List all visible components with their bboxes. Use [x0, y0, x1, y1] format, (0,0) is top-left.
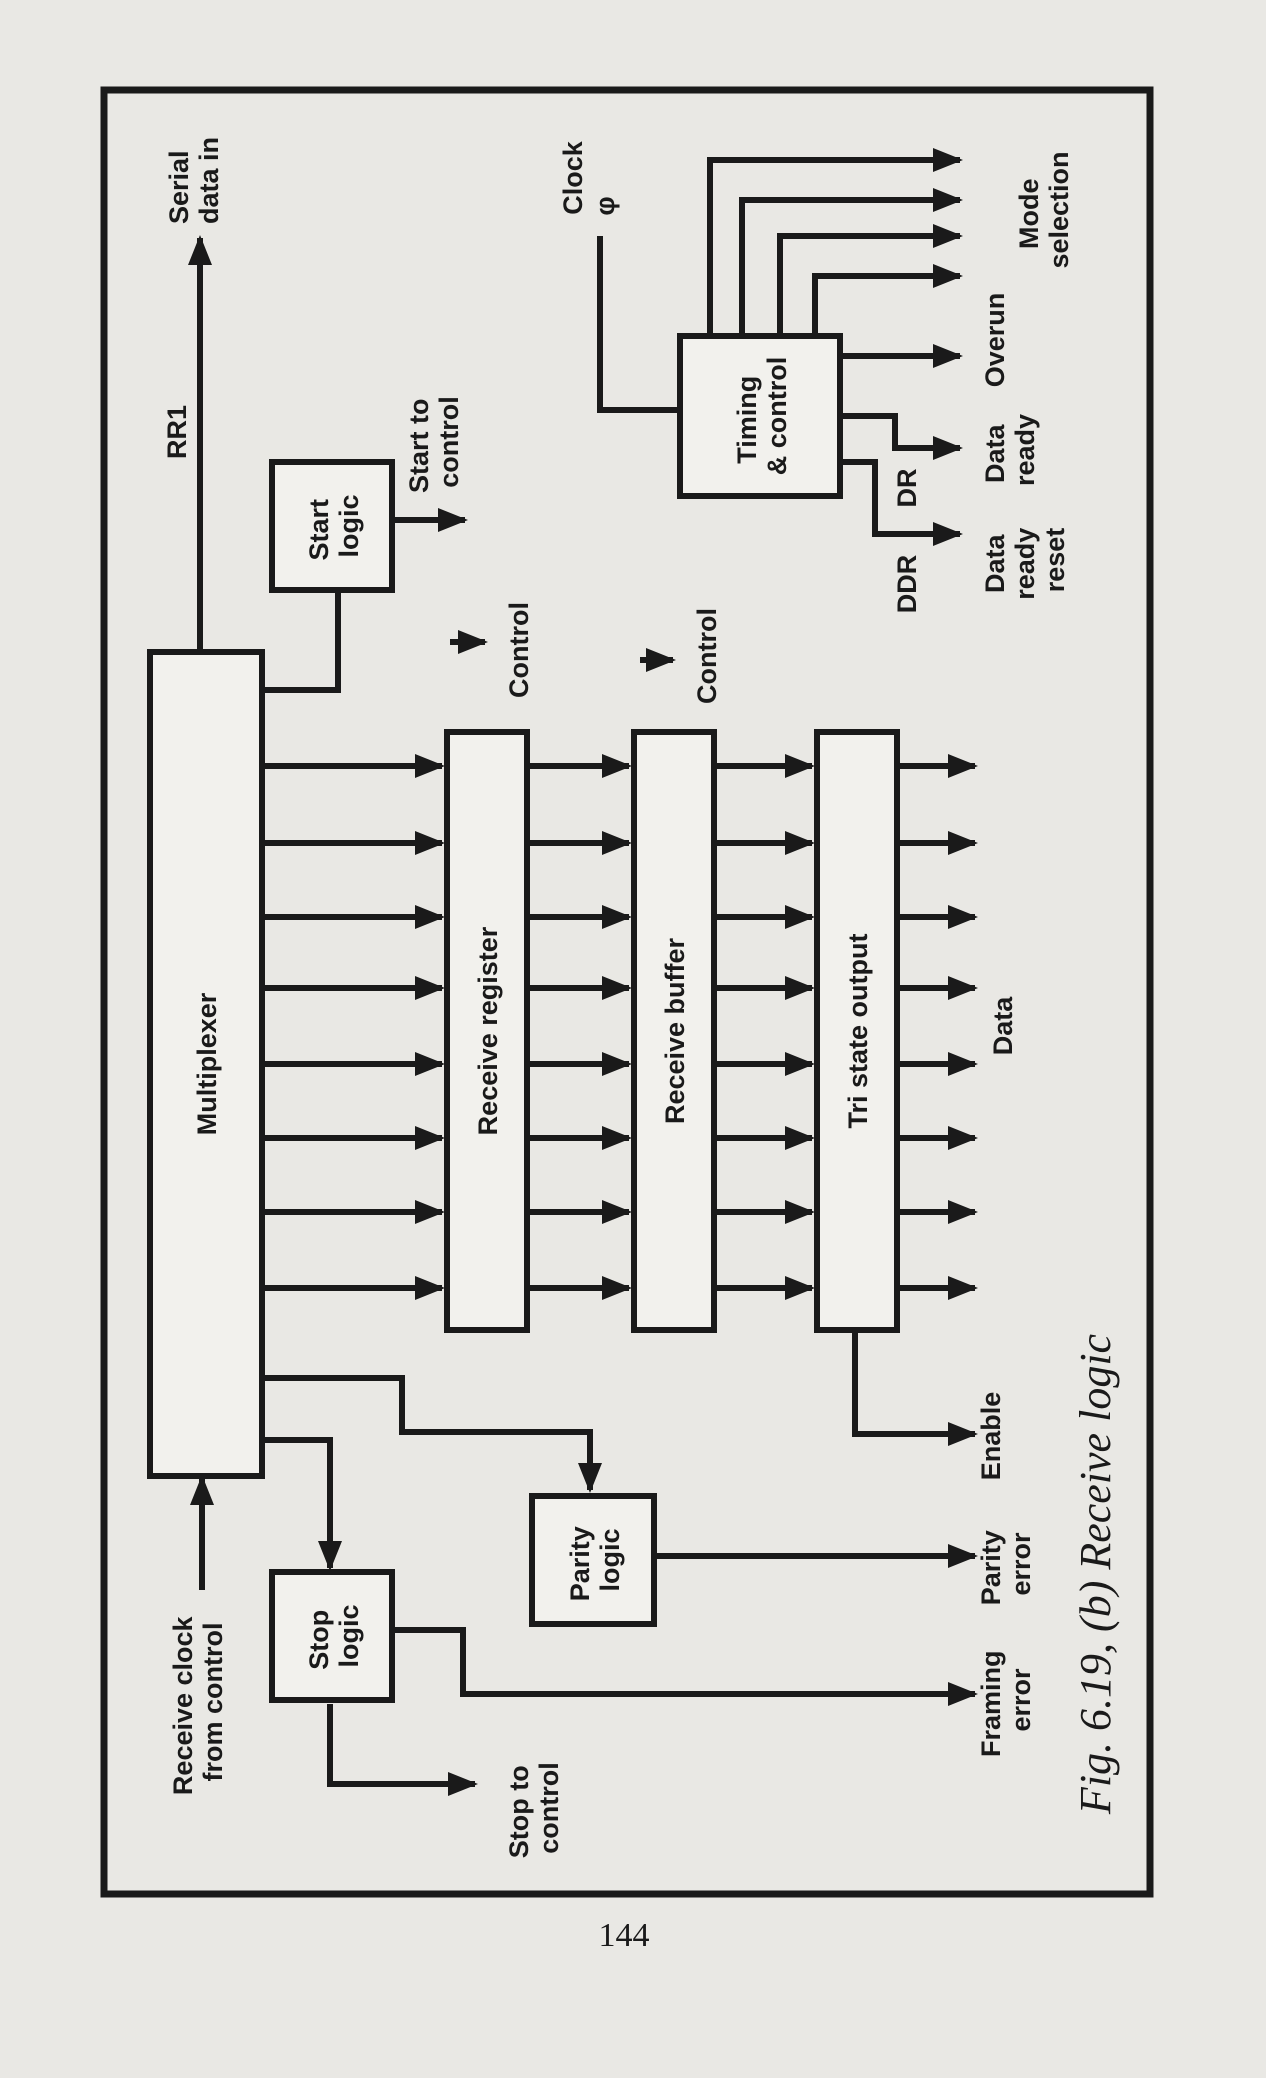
- stop-to-control-label: Stop to control: [504, 1758, 564, 1859]
- page-number: 144: [599, 1917, 650, 1954]
- start-logic-label: Start logic: [304, 491, 364, 560]
- phi-symbol: φ: [590, 196, 620, 215]
- enable-label: Enable: [976, 1392, 1006, 1481]
- timing-control-label: Timing & control: [732, 357, 792, 476]
- ddr-label: DDR: [892, 555, 922, 614]
- receive-clock-label: Receive clock from control: [168, 1609, 228, 1795]
- data-output-label: Data: [988, 996, 1018, 1056]
- timing-control-box: [677, 333, 843, 499]
- parity-error-label: Parity error: [976, 1523, 1036, 1606]
- rr1-label: RR1: [162, 405, 192, 459]
- mode-selection-label: Mode selection: [1014, 151, 1074, 268]
- tri-state-output-label: Tri state output: [843, 933, 873, 1128]
- receive-register-box: [444, 729, 530, 1333]
- clock-label: Clock: [558, 140, 588, 215]
- data-ready-label: Data ready: [980, 414, 1040, 486]
- dr-label: DR: [892, 469, 922, 508]
- data-ready-reset-label: Data ready reset: [980, 520, 1070, 600]
- receive-buffer-label: Receive buffer: [660, 937, 690, 1124]
- outer-frame: [100, 86, 1154, 1898]
- buffer-control-label: Control: [692, 608, 722, 704]
- receive-register-label: Receive register: [473, 926, 503, 1135]
- overun-label: Overun: [980, 293, 1010, 388]
- receive-buffer-box: [631, 729, 717, 1333]
- connection-lines: [188, 148, 978, 1796]
- tri-state-output-box: [814, 729, 900, 1333]
- framing-error-label: Framing error: [976, 1643, 1036, 1757]
- multiplexer-box: [147, 649, 265, 1479]
- multiplexer-label: Multiplexer: [192, 992, 222, 1135]
- parity-logic-box: [529, 1493, 657, 1627]
- stop-logic-box: [269, 1569, 395, 1703]
- start-to-control-label: Start to control: [404, 391, 464, 493]
- register-control-label: Control: [504, 602, 534, 698]
- start-logic-box: [269, 459, 395, 593]
- parity-logic-label: Parity logic: [565, 1519, 625, 1602]
- serial-data-in-label: Serial data in: [164, 137, 224, 224]
- data-bus-lines: [265, 754, 978, 1300]
- figure-caption: Fig. 6.19, (b) Receive logic: [1071, 1333, 1120, 1815]
- stop-logic-label: Stop logic: [304, 1602, 364, 1670]
